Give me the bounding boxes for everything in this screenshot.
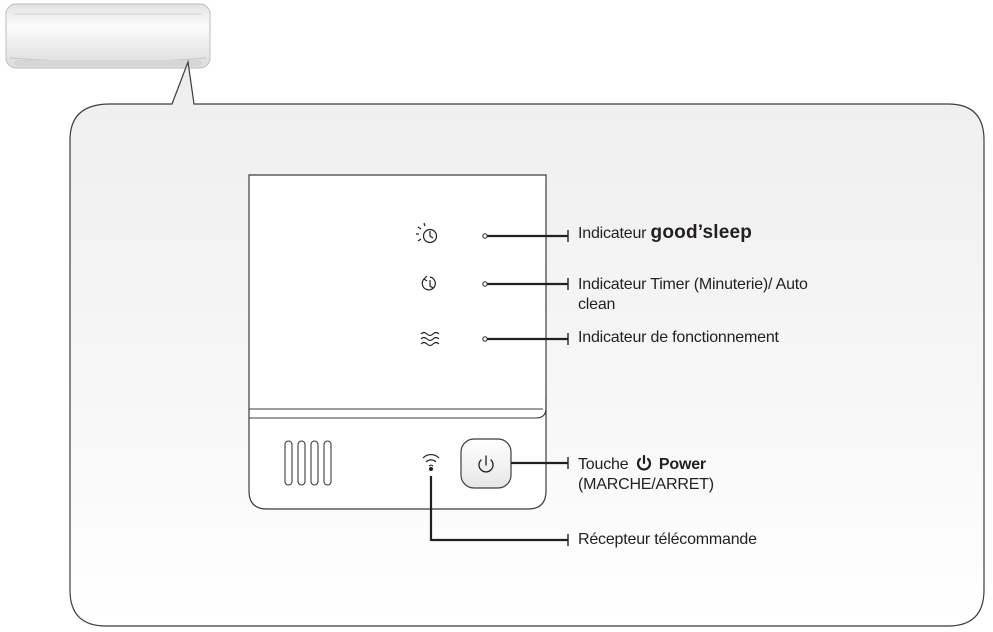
leader-power: [511, 457, 569, 469]
remote-receiver-icon: [422, 454, 440, 472]
receiver-label-text: Récepteur télécommande: [578, 531, 757, 548]
operation-label-text: Indicateur de fonctionnement: [578, 329, 779, 346]
power-label-bold: Power: [658, 456, 706, 473]
good-sleep-brand: good’sleep: [650, 222, 753, 243]
vent-slots: [284, 440, 332, 486]
leader-lines: [429, 230, 569, 546]
timer-label-line2: clean: [578, 296, 616, 313]
leader-operation: [482, 333, 569, 345]
receiver-label: Récepteur télécommande: [578, 530, 757, 550]
leader-good-sleep: [482, 230, 569, 242]
power-icon: [478, 455, 494, 473]
power-label-line2: (MARCHE/ARRET): [578, 476, 714, 493]
power-label-prefix: Touche: [578, 456, 629, 473]
good-sleep-indicator-label: Indicateur good’sleep: [578, 223, 752, 244]
power-symbol-icon: [636, 454, 651, 471]
good-sleep-icon: [416, 222, 438, 244]
power-label-line1: Touche Power: [578, 454, 714, 475]
operation-waves-icon: [420, 331, 440, 347]
timer-indicator-label: Indicateur Timer (Minuterie)/ Auto clean: [578, 275, 808, 315]
leader-receiver: [429, 476, 569, 546]
timer-label-line1: Indicateur Timer (Minuterie)/ Auto: [578, 276, 808, 293]
leader-timer: [482, 278, 569, 290]
timer-clock-icon: [421, 275, 436, 291]
air-conditioner-unit: [5, 3, 211, 69]
control-panel: [248, 174, 547, 510]
operation-indicator-label: Indicateur de fonctionnement: [578, 328, 779, 348]
power-button[interactable]: [460, 438, 512, 489]
power-button-label: Touche Power (MARCHE/ARRET): [578, 454, 714, 495]
good-sleep-prefix: Indicateur: [578, 225, 647, 242]
